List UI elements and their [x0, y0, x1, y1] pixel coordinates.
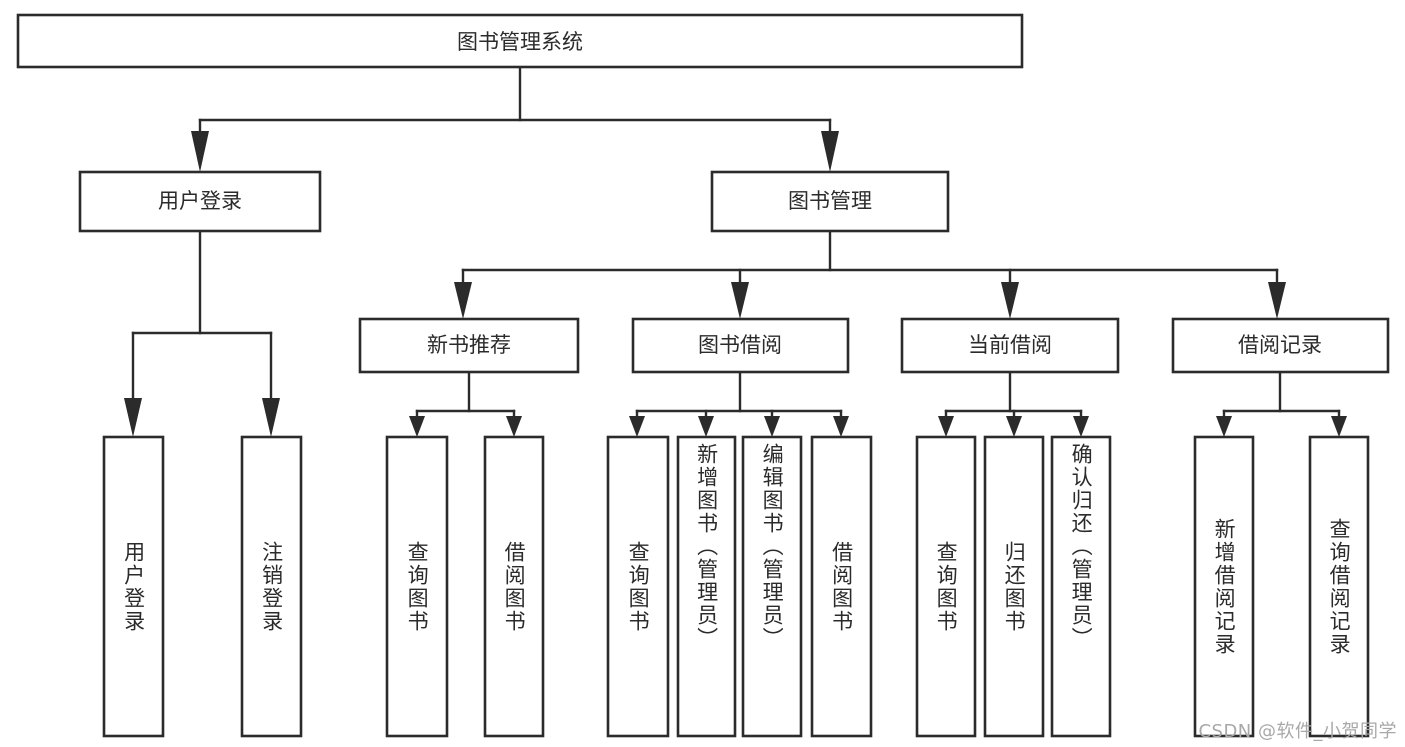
node-current-borrow[interactable]: 当前借阅	[900, 317, 1120, 374]
leaf-box-cb-query-book[interactable]	[915, 435, 977, 738]
leaf-box-nb-query-book[interactable]	[385, 435, 449, 738]
node-book-manage[interactable]: 图书管理	[710, 170, 950, 233]
arrowhead-bb-add	[698, 416, 714, 437]
leaf-box-br-add-record[interactable]	[1193, 435, 1255, 738]
leaf-box-bb-add-book[interactable]	[676, 435, 737, 738]
arrowhead-nb-borrow	[506, 416, 522, 437]
node-new-book-recommend-box[interactable]	[358, 317, 580, 374]
arrowhead-leaf-logout	[262, 398, 280, 437]
arrowhead-leaf-user-login	[124, 398, 142, 437]
node-borrow-record[interactable]: 借阅记录	[1171, 317, 1390, 374]
node-book-manage-label: 图书管理	[788, 189, 872, 213]
node-book-borrow-box[interactable]	[631, 317, 850, 374]
arrowhead-book-borrow	[731, 282, 749, 319]
connector-layer	[124, 65, 1347, 437]
leaf-box-bb-lend-book[interactable]	[810, 435, 873, 738]
node-user-login-label: 用户登录	[158, 189, 242, 213]
arrowhead-cb-return	[1006, 416, 1022, 437]
leaf-box-cb-return-book[interactable]	[983, 435, 1045, 738]
arrowhead-bb-query	[629, 416, 645, 437]
leaf-box-logout[interactable]	[240, 435, 303, 738]
arrowhead-borrow-record	[1268, 282, 1286, 319]
node-user-login-box[interactable]	[78, 170, 322, 233]
arrowhead-cb-query	[938, 416, 954, 437]
node-root-box[interactable]	[16, 13, 1024, 69]
leaf-box-bb-query-book[interactable]	[606, 435, 670, 738]
arrowhead-book-manage	[821, 131, 839, 172]
node-user-login[interactable]: 用户登录	[78, 170, 322, 233]
node-book-borrow[interactable]: 图书借阅	[631, 317, 850, 374]
leaf-box-cb-confirm-return[interactable]	[1050, 435, 1112, 738]
leaf-box-user-login[interactable]	[102, 435, 165, 738]
leaf-box-br-query-record[interactable]	[1308, 435, 1370, 738]
node-borrow-record-label: 借阅记录	[1238, 333, 1322, 357]
node-book-borrow-label: 图书借阅	[698, 333, 782, 357]
leaf-box-bb-edit-book[interactable]	[741, 435, 803, 738]
arrowhead-cb-confirm	[1073, 416, 1089, 437]
arrowhead-bb-lend	[833, 416, 849, 437]
arrowhead-br-add	[1216, 416, 1232, 437]
arrowhead-bb-edit	[764, 416, 780, 437]
arrowhead-user-login	[191, 131, 209, 172]
arrowhead-nb-query	[409, 416, 425, 437]
csdn-watermark: CSDN @软件_小贺同学	[1198, 721, 1397, 742]
arrowhead-new-book-rec	[454, 282, 472, 319]
node-new-book-recommend-label: 新书推荐	[427, 333, 511, 357]
arrowhead-br-query	[1331, 416, 1347, 437]
node-current-borrow-box[interactable]	[900, 317, 1120, 374]
leaf-box-nb-borrow-book[interactable]	[483, 435, 545, 738]
node-current-borrow-label: 当前借阅	[968, 333, 1052, 357]
node-borrow-record-box[interactable]	[1171, 317, 1390, 374]
node-book-manage-box[interactable]	[710, 170, 950, 233]
arrowhead-current-borrow	[1001, 282, 1019, 319]
node-root-label: 图书管理系统	[457, 30, 583, 54]
node-root[interactable]: 图书管理系统	[16, 13, 1024, 69]
leaf-layer	[102, 435, 1370, 738]
node-new-book-recommend[interactable]: 新书推荐	[358, 317, 580, 374]
